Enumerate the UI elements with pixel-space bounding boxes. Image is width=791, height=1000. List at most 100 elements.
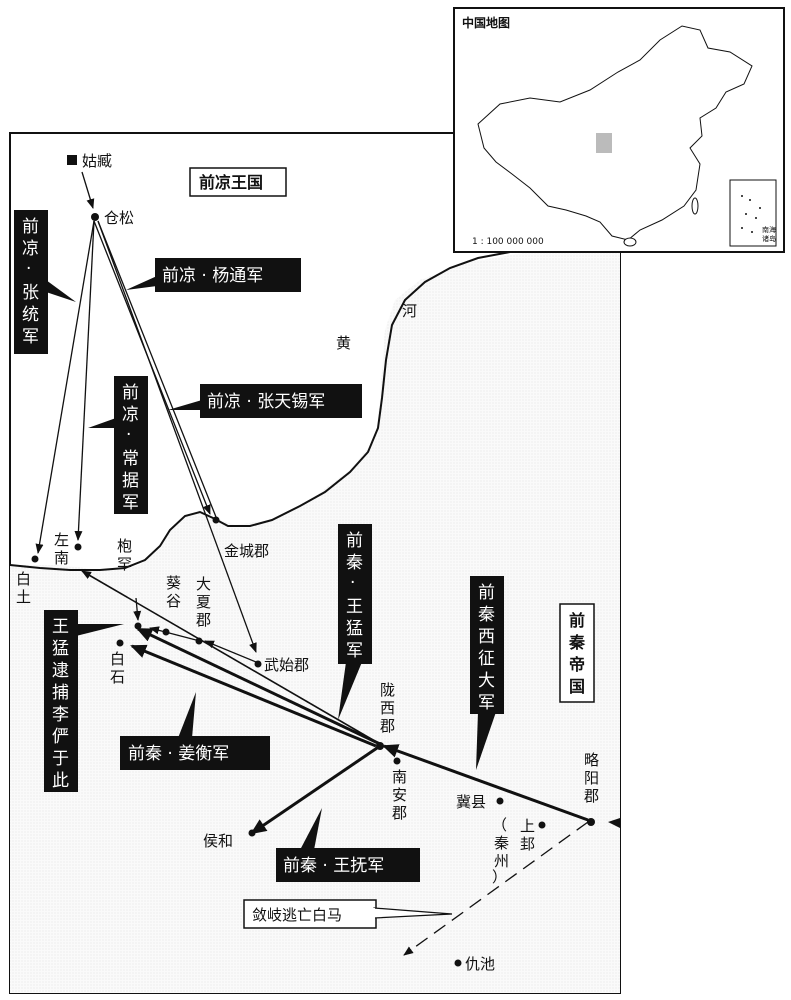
inset-title: 中国地图 [462,15,510,30]
label-jinchengjun: 金城郡 [224,542,269,560]
svg-text:于: 于 [52,749,69,769]
svg-text:州: 州 [494,852,509,870]
hainan-island [623,237,637,247]
svg-text:敛岐逃亡白马: 敛岐逃亡白马 [252,906,342,924]
svg-text:大: 大 [196,575,211,593]
label-baishi: 白 石 [110,650,125,686]
svg-text:石: 石 [110,668,125,686]
east-entry-arrow [608,818,620,828]
army-label-wangmeng: 前 秦 · 王 猛 军 [338,524,372,720]
label-daxiajun: 大 夏 郡 [196,575,211,629]
label-paohan: 枹 罕 [117,537,132,573]
army-label-xizheng: 前 秦 西 征 大 军 [470,576,504,770]
svg-text:秦: 秦 [346,553,363,573]
svg-text:凉: 凉 [122,405,139,425]
china-inset: 中国地图 1 : 100 000 000 南海 诸岛 [453,7,785,253]
svg-text:秦: 秦 [568,633,586,652]
scs-box [729,179,777,247]
svg-text:郡: 郡 [392,804,407,822]
svg-text:郡: 郡 [196,611,211,629]
svg-text:葵: 葵 [166,574,181,592]
label-jixian: 冀县 [456,793,486,811]
svg-text:白: 白 [16,570,31,588]
label-lueyangjun: 略 阳 郡 [584,751,599,805]
label-zuonan: 左 南 [54,531,69,567]
svg-text:前: 前 [346,531,363,551]
label-qianqin-empire: 前 秦 帝 国 [559,603,595,703]
svg-text:常: 常 [122,449,139,469]
svg-text:·: · [126,425,131,445]
svg-text:·: · [26,259,31,279]
label-baitu: 白 土 [16,570,31,606]
svg-text:征: 征 [478,649,495,669]
label-longxijun: 陇 西 郡 [380,681,395,735]
svg-text:前凉 · 张天锡军: 前凉 · 张天锡军 [207,392,325,412]
scs-label-2: 诸岛 [762,234,776,243]
svg-text:统: 统 [22,305,39,325]
svg-text:西: 西 [380,699,395,717]
label-qianliang-kingdom: 前凉王国 [189,167,287,197]
svg-text:枹: 枹 [117,537,132,555]
army-label-zhangtianxi: 前凉 · 张天锡军 [168,384,362,418]
svg-text:郡: 郡 [380,717,395,735]
svg-text:捕: 捕 [52,683,69,703]
svg-text:郡: 郡 [584,787,599,805]
army-label-capture: 王 猛 逮 捕 李 俨 于 此 [44,610,124,792]
svg-text:前秦 · 王抚军: 前秦 · 王抚军 [283,856,384,876]
svg-text:谷: 谷 [166,592,181,610]
svg-text:王: 王 [52,617,69,637]
label-chouchi: 仇池 [465,955,495,973]
svg-text:王: 王 [346,597,363,617]
label-shanggui: 上 邽 [520,817,535,853]
river-label-huang: 黄 [336,334,351,352]
label-wushijun: 武始郡 [264,656,309,674]
svg-text:南: 南 [392,768,407,786]
svg-text:邽: 邽 [520,835,535,853]
svg-text:前: 前 [478,583,495,603]
army-label-yangtong: 前凉 · 杨通军 [126,258,301,292]
svg-text:前: 前 [22,217,39,237]
label-kuigu: 葵 谷 [166,574,181,610]
svg-text:前秦 · 姜衡军: 前秦 · 姜衡军 [128,744,229,764]
label-nananjun: 南 安 郡 [392,768,407,822]
svg-text:帝: 帝 [569,655,585,674]
army-label-changju: 前 凉 · 常 据 军 [88,376,148,514]
routes [35,171,589,956]
army-label-wangfu: 前秦 · 王抚军 [276,808,420,882]
svg-text:前凉王国: 前凉王国 [199,173,263,192]
label-flee: 敛岐逃亡白马 [243,899,453,929]
svg-text:大: 大 [478,671,495,691]
svg-text:（: （ [492,816,507,834]
army-label-jiangheng: 前秦 · 姜衡军 [120,692,270,770]
svg-text:据: 据 [122,471,139,491]
label-guzang: 姑臧 [82,152,112,170]
scs-label: 南海 [762,225,776,234]
svg-text:土: 土 [16,588,31,606]
svg-text:张: 张 [22,283,39,303]
svg-text:夏: 夏 [196,593,211,611]
svg-text:秦: 秦 [478,605,495,625]
svg-text:猛: 猛 [52,639,69,659]
svg-text:左: 左 [54,531,69,549]
taiwan-island [691,197,699,215]
svg-text:白: 白 [110,650,125,668]
svg-text:李: 李 [52,705,69,725]
svg-text:西: 西 [478,627,495,647]
svg-text:逮: 逮 [52,661,69,681]
inset-scale: 1 : 100 000 000 [472,237,544,247]
svg-text:阳: 阳 [584,769,599,787]
svg-text:罕: 罕 [117,555,132,573]
svg-text:秦: 秦 [494,834,509,852]
label-cangsong: 仓松 [104,209,134,227]
svg-text:俨: 俨 [52,727,69,747]
svg-text:凉: 凉 [22,239,39,259]
inset-highlight-region [596,133,612,153]
china-outline [477,25,753,241]
svg-text:安: 安 [392,786,407,804]
scs-islands [741,195,761,233]
boundary-line [9,249,620,571]
svg-text:军: 军 [478,693,495,713]
svg-text:前凉 · 杨通军: 前凉 · 杨通军 [162,266,263,286]
qianqin-territory [10,250,620,993]
